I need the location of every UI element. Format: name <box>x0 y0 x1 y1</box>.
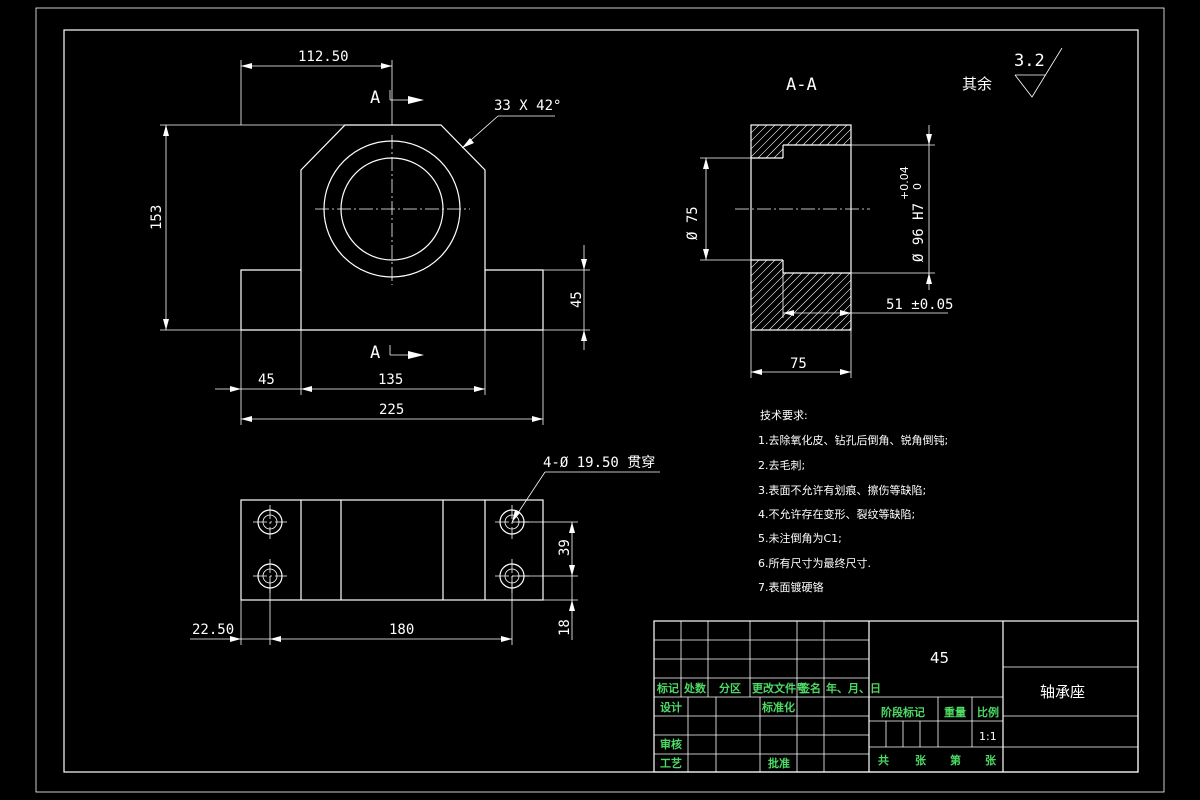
roughness-value: 3.2 <box>1014 51 1045 71</box>
dim-top-width: 112.50 <box>298 49 349 65</box>
process-label: 工艺 <box>660 756 682 770</box>
dim-total-width: 225 <box>379 402 404 418</box>
scale-label: 比例 <box>977 705 999 719</box>
dim-tol-upper: +0.04 <box>898 166 911 200</box>
rev-header-zone: 分区 <box>719 681 741 695</box>
dim-hole-spacing-x: 180 <box>389 622 414 638</box>
requirement-item: 7.表面镀硬铬 <box>758 580 824 594</box>
part-name: 轴承座 <box>1040 683 1085 701</box>
inner-border <box>63 29 1139 773</box>
dim-width: 75 <box>790 356 807 372</box>
section-view <box>735 124 870 331</box>
title-block: 45 轴承座 标记 处数 分区 更改文件号 签名 年、月、日 设计 标准化 阶段… <box>653 620 1139 773</box>
technical-requirements: 技术要求: 1.去除氧化皮、钻孔后倒角、锐角倒钝; 2.去毛刺; 3.表面不允许… <box>758 409 948 594</box>
rev-header-count: 处数 <box>683 681 707 695</box>
requirement-item: 4.不允许存在变形、裂纹等缺陷; <box>758 507 915 521</box>
rev-header-mark: 标记 <box>656 681 679 695</box>
dim-inner-dia: Ø 75 <box>685 206 701 240</box>
requirement-item: 5.未注倒角为C1; <box>758 531 842 545</box>
cut-label-bottom: A <box>370 343 380 363</box>
dim-hole-spacing-y: 39 <box>557 539 573 556</box>
rev-header-date: 年、月、日 <box>826 681 881 695</box>
section-label: A-A <box>786 75 817 95</box>
top-dimensions: 4-Ø 19.50 贯穿 39 18 22.50 180 <box>190 455 660 645</box>
dim-edge-x: 22.50 <box>192 622 234 638</box>
stage-mark-label: 阶段标记 <box>881 705 925 719</box>
dim-height: 153 <box>149 205 165 230</box>
dim-tol-lower: 0 <box>911 183 924 190</box>
requirements-title: 技术要求: <box>760 409 808 422</box>
cut-label-top: A <box>370 88 380 108</box>
requirement-item: 1.去除氧化皮、钻孔后倒角、锐角倒钝; <box>758 433 948 447</box>
dim-edge-y: 18 <box>557 619 573 636</box>
rev-header-docno: 更改文件号 <box>752 681 807 695</box>
roughness-symbol: 其余 3.2 <box>962 47 1063 98</box>
top-view <box>240 499 544 601</box>
scale-value: 1:1 <box>979 730 997 743</box>
front-view <box>240 124 544 331</box>
review-label: 审核 <box>660 737 682 751</box>
design-label: 设计 <box>660 700 682 714</box>
material: 45 <box>930 649 949 667</box>
requirement-item: 6.所有尺寸为最终尺寸. <box>758 556 871 570</box>
sheet-total-unit: 张 <box>915 753 927 767</box>
sheet-no-label: 第 <box>950 753 961 767</box>
dim-depth: 51 ±0.05 <box>886 297 953 313</box>
requirement-item: 3.表面不允许有划痕、擦伤等缺陷; <box>758 483 926 497</box>
dim-holes: 4-Ø 19.50 贯穿 <box>543 455 655 471</box>
front-dimensions: 112.50 A A 33 X 42° 153 45 <box>149 49 590 425</box>
dim-bore: Ø 96 H7 <box>911 203 927 262</box>
approve-label: 批准 <box>768 756 790 770</box>
dim-chamfer: 33 X 42° <box>494 98 561 114</box>
dim-base-height: 45 <box>569 291 585 308</box>
sheet-total-label: 共 <box>878 753 889 767</box>
section-dimensions: Ø 75 Ø 96 H7 +0.04 0 51 ±0.05 75 <box>685 125 953 378</box>
standardize-label: 标准化 <box>761 700 795 714</box>
weight-label: 重量 <box>944 705 966 719</box>
roughness-label: 其余 <box>962 75 992 93</box>
outer-border <box>35 7 1165 793</box>
requirement-item: 2.去毛刺; <box>758 459 805 472</box>
dim-center-width: 135 <box>378 372 403 388</box>
bolt-hole <box>253 505 287 539</box>
sheet-no-unit: 张 <box>985 753 997 767</box>
dim-left-offset: 45 <box>258 372 275 388</box>
rev-header-sign: 签名 <box>798 681 821 695</box>
